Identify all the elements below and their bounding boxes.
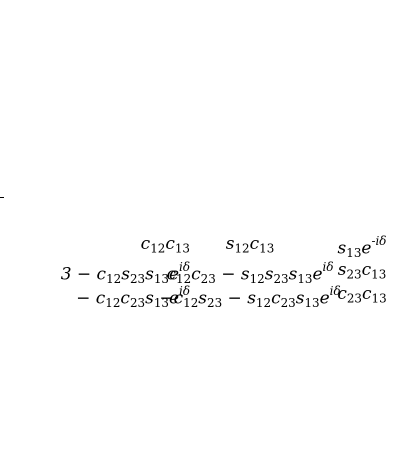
matrix-row-3: − c12c23s13eiδ −c12s23 − s12c23s13eiδ c2… [0, 284, 400, 309]
matrix-cell-3-1: − c12c23s13eiδ [76, 284, 190, 310]
matrix-cell-3-3: c23c13 [337, 284, 387, 306]
equals-sign-fragment [0, 197, 4, 198]
matrix-cell-2-3: s23c13 [337, 260, 387, 282]
matrix-cell-3-2: −c12s23 − s12c23s13eiδ [159, 284, 341, 310]
matrix-row-1: c12c13 s12c13 s13e-iδ [0, 234, 400, 259]
matrix-row-2: 3 − c12s23s13eiδ c12c23 − s12s23s13eiδ s… [0, 260, 400, 285]
matrix-cell-1-3: s13e-iδ [337, 234, 387, 260]
matrix-cell-2-1: 3 − c12s23s13eiδ [60, 260, 190, 286]
matrix-cell-1-1: c12c13 [140, 234, 190, 256]
matrix-cell-1-2: s12c13 [225, 234, 275, 256]
matrix-cell-2-2: c12c23 − s12s23s13eiδ [166, 260, 334, 286]
